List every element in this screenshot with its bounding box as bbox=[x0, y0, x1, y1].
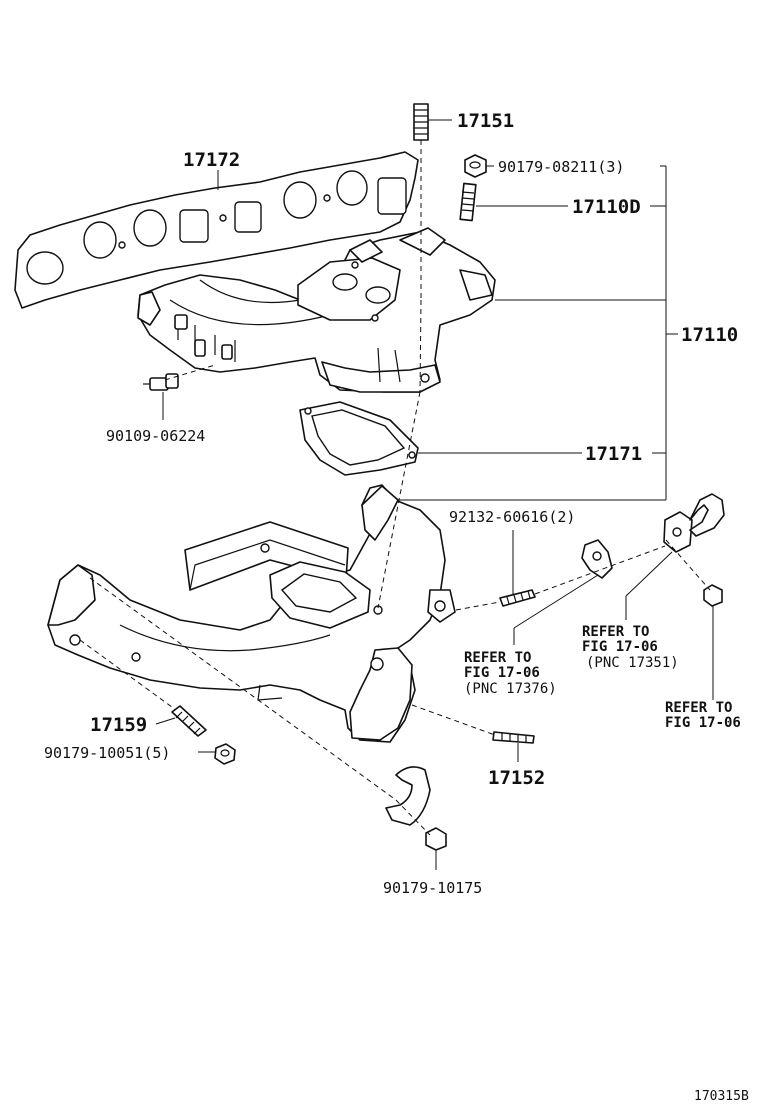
stud-17151-icon[interactable] bbox=[413, 103, 429, 141]
exhaust-manifold[interactable] bbox=[47, 484, 456, 743]
stud-92132-60616-icon[interactable] bbox=[499, 589, 536, 607]
stud-17110d-icon[interactable] bbox=[459, 182, 477, 222]
label-ref1-line3: (PNC 17376) bbox=[464, 681, 557, 697]
intake-manifold-gasket[interactable] bbox=[14, 151, 419, 309]
label-ref2-line3: (PNC 17351) bbox=[586, 655, 679, 671]
label-17151: 17151 bbox=[457, 110, 514, 132]
nut-90179-10051-icon[interactable] bbox=[214, 743, 236, 765]
exhaust-bracket-icon[interactable] bbox=[385, 766, 431, 826]
label-ref1-line1: REFER TO bbox=[464, 650, 531, 666]
label-90109-06224: 90109-06224 bbox=[106, 427, 205, 445]
label-17172: 17172 bbox=[183, 149, 240, 171]
label-17171: 17171 bbox=[585, 443, 642, 465]
nut-90179-08211-icon[interactable] bbox=[464, 154, 487, 178]
label-92132-60616: 92132-60616(2) bbox=[449, 508, 575, 526]
label-ref1-line2: FIG 17-06 bbox=[464, 665, 540, 681]
exhaust-flange-17376-icon[interactable] bbox=[581, 539, 613, 579]
sensor-90109-06224-icon[interactable] bbox=[143, 373, 179, 391]
label-ref3-line2: FIG 17-06 bbox=[665, 715, 741, 731]
label-90179-10051: 90179-10051(5) bbox=[44, 744, 170, 762]
label-17159: 17159 bbox=[90, 714, 147, 736]
stud-17159-icon[interactable] bbox=[171, 705, 207, 737]
figure-code: 170315B bbox=[694, 1089, 749, 1104]
label-17152: 17152 bbox=[488, 767, 545, 789]
label-17110: 17110 bbox=[681, 324, 738, 346]
intake-manifold[interactable] bbox=[137, 227, 496, 393]
label-90179-08211: 90179-08211(3) bbox=[498, 158, 624, 176]
label-ref3-line1: REFER TO bbox=[665, 700, 732, 716]
label-90179-10175: 90179-10175 bbox=[383, 879, 482, 897]
label-ref2-line2: FIG 17-06 bbox=[582, 639, 658, 655]
label-17110d: 17110D bbox=[572, 196, 641, 218]
egr-pipe-17351-icon[interactable] bbox=[663, 493, 725, 553]
manifold-gasket-17171[interactable] bbox=[299, 401, 419, 476]
nut-right-icon[interactable] bbox=[703, 584, 723, 607]
label-ref2-line1: REFER TO bbox=[582, 624, 649, 640]
nut-90179-10175-icon[interactable] bbox=[425, 827, 447, 851]
stud-17152-icon[interactable] bbox=[492, 731, 535, 744]
